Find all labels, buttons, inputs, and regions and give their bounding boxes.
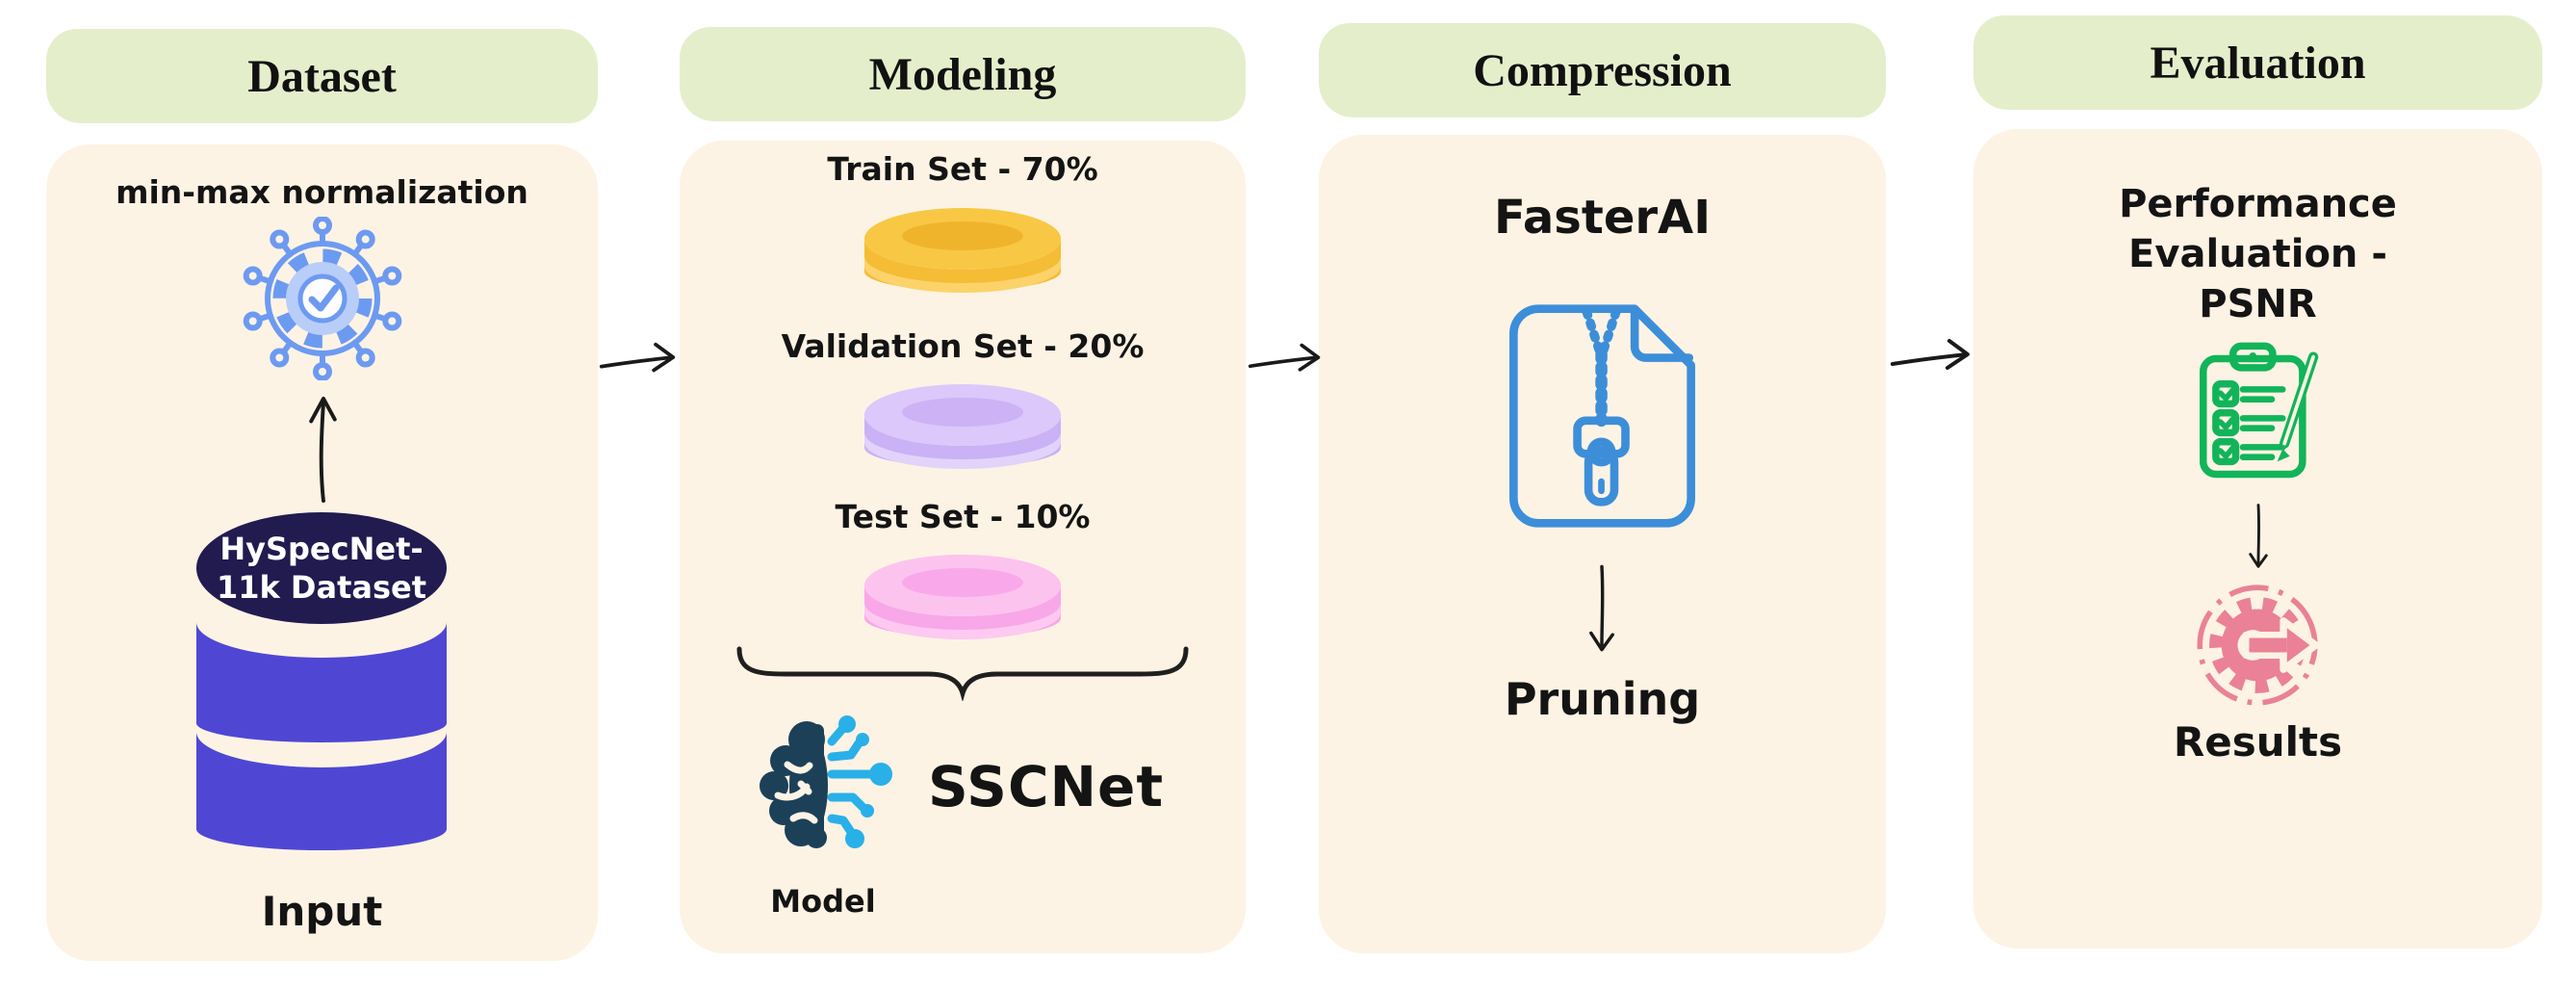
down-arrow-icon	[1589, 564, 1614, 652]
validation-set-label: Validation Set - 20%	[781, 327, 1145, 365]
zip-file-icon	[1509, 304, 1695, 528]
brace-icon	[736, 646, 1189, 701]
stage-header-modeling: Modeling	[680, 27, 1246, 121]
stage-header-dataset: Dataset	[46, 29, 598, 123]
stage-body-modeling: Train Set - 70% Validation Set - 20% Tes…	[680, 141, 1246, 953]
database-label: HySpecNet- 11k Dataset	[194, 530, 449, 607]
train-disk-icon	[864, 208, 1061, 293]
database-label-line1: HySpecNet-	[219, 531, 424, 567]
normalization-label: min-max normalization	[116, 173, 528, 211]
train-set-label: Train Set - 70%	[827, 150, 1098, 188]
stage-header-compression: Compression	[1319, 23, 1886, 117]
input-caption: Input	[261, 888, 383, 935]
checklist-clipboard-icon	[2200, 342, 2319, 479]
brain-circuit-icon	[760, 715, 892, 848]
database-cylinder-icon: HySpecNet- 11k Dataset	[194, 510, 449, 857]
up-arrow-icon	[309, 396, 337, 504]
metric-label-line3: PSNR	[2199, 282, 2317, 326]
model-name: SSCNet	[928, 754, 1165, 819]
compression-method-label: Pruning	[1504, 673, 1701, 725]
stage-header-compression-label: Compression	[1473, 44, 1732, 96]
stage-body-dataset: min-max normalization	[46, 144, 598, 961]
compression-tool-label: FasterAI	[1493, 191, 1712, 245]
gear-network-icon	[243, 217, 402, 380]
test-disk-icon	[864, 555, 1061, 639]
flow-arrow-modeling-to-compression	[1248, 343, 1321, 372]
stage-header-evaluation: Evaluation	[1973, 15, 2542, 110]
results-gear-icon	[2197, 584, 2320, 706]
stage-body-compression: FasterAI Pruning	[1319, 135, 1886, 953]
stage-body-evaluation: Performance Evaluation - PSNR	[1973, 129, 2542, 948]
flow-arrow-compression-to-evaluation	[1891, 339, 1970, 370]
metric-label-line1: Performance	[2119, 182, 2397, 226]
stage-header-modeling-label: Modeling	[868, 48, 1057, 100]
flow-arrow-dataset-to-modeling	[599, 342, 676, 373]
test-set-label: Test Set - 10%	[835, 498, 1091, 535]
results-caption: Results	[2173, 718, 2343, 766]
stage-header-evaluation-label: Evaluation	[2150, 37, 2366, 89]
validation-disk-icon	[864, 384, 1061, 469]
database-label-line2: 11k Dataset	[216, 569, 427, 606]
model-caption: Model	[770, 883, 876, 920]
down-arrow-icon	[2249, 504, 2268, 568]
stage-header-dataset-label: Dataset	[247, 50, 397, 102]
metric-label-line2: Evaluation -	[2128, 232, 2387, 276]
